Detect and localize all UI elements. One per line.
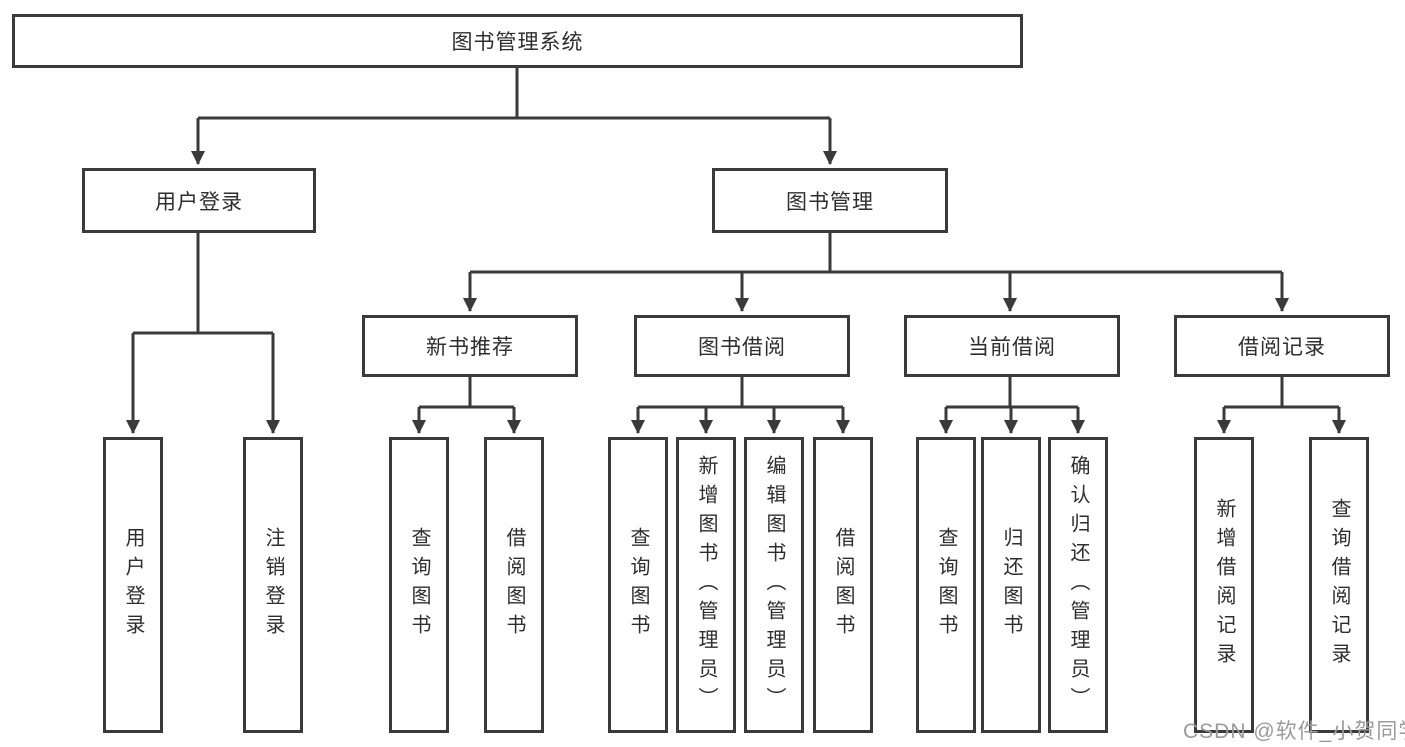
node-borrowing-records: 借阅记录 bbox=[1174, 315, 1390, 377]
leaf-cb-return-books: 归还图书 bbox=[981, 437, 1041, 733]
node-book-borrowing: 图书借阅 bbox=[634, 315, 850, 377]
node-user-login: 用户登录 bbox=[82, 168, 316, 233]
node-new-book-recommendation: 新书推荐 bbox=[362, 315, 578, 377]
connector-current-borrow-trunk bbox=[946, 377, 1078, 409]
leaf-cb-query-books: 查询图书 bbox=[916, 437, 976, 733]
connector-book-management-trunk bbox=[470, 233, 1282, 274]
leaf-user-login: 用户登录 bbox=[103, 437, 163, 733]
leaf-cb-confirm-return-admin: 确认归还（管理员） bbox=[1048, 437, 1108, 733]
leaf-logout: 注销登录 bbox=[243, 437, 303, 733]
connector-new-book-trunk bbox=[419, 377, 514, 409]
leaf-bb-add-books-admin: 新增图书（管理员） bbox=[676, 437, 736, 733]
node-current-borrowing: 当前借阅 bbox=[904, 315, 1120, 377]
leaf-bb-borrow-books: 借阅图书 bbox=[813, 437, 873, 733]
leaf-bb-query-books: 查询图书 bbox=[608, 437, 668, 733]
csdn-watermark: CSDN @软件_小贺同学 bbox=[1183, 720, 1405, 743]
leaf-nb-borrow-books: 借阅图书 bbox=[484, 437, 544, 733]
leaf-bb-edit-books-admin: 编辑图书（管理员） bbox=[744, 437, 804, 733]
connector-root-trunk bbox=[198, 68, 830, 120]
leaf-nb-query-books: 查询图书 bbox=[389, 437, 449, 733]
connector-borrow-records-trunk bbox=[1224, 377, 1339, 409]
leaf-br-add-record: 新增借阅记录 bbox=[1194, 437, 1254, 733]
node-root-system: 图书管理系统 bbox=[12, 14, 1023, 68]
connector-book-borrow-trunk bbox=[638, 377, 843, 409]
connector-user-login-trunk bbox=[133, 233, 273, 335]
leaf-br-query-record: 查询借阅记录 bbox=[1309, 437, 1369, 733]
node-book-management: 图书管理 bbox=[712, 168, 948, 233]
